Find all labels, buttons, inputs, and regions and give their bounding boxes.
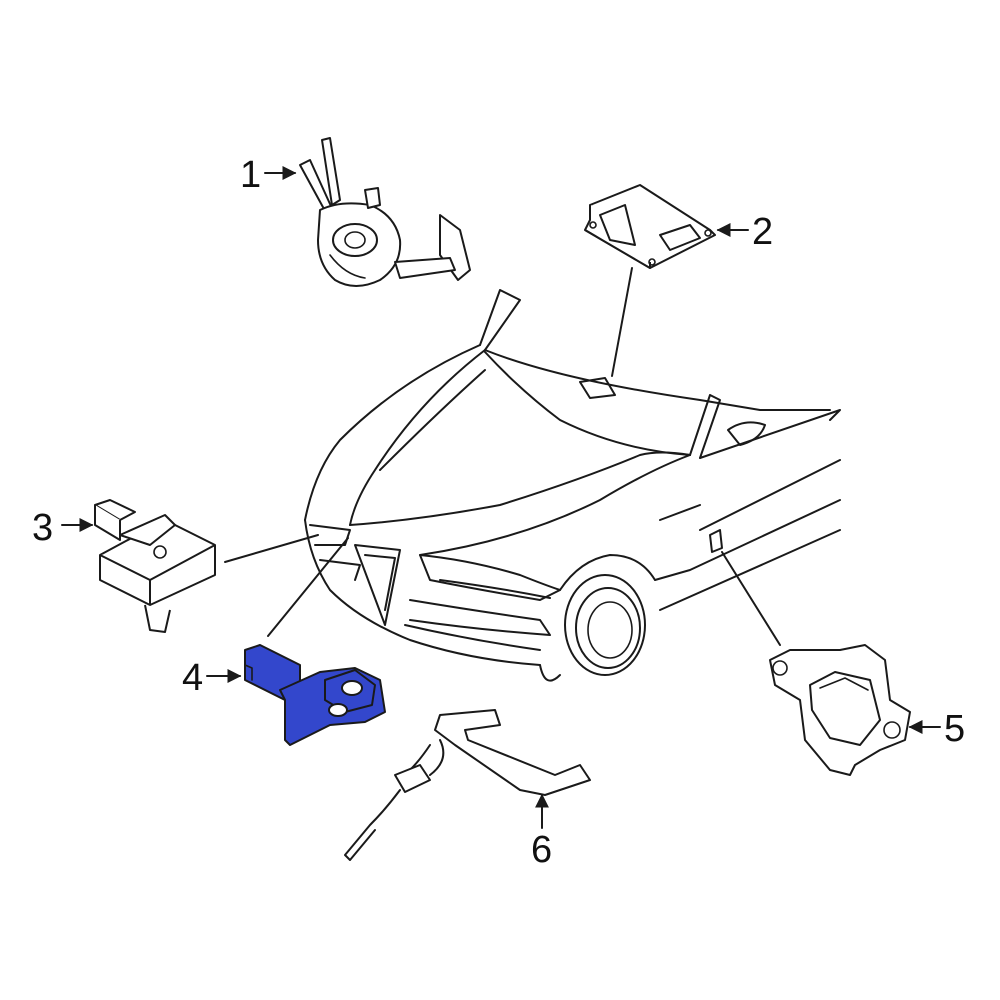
callout-5[interactable]: 5 [944, 708, 965, 750]
callout-6[interactable]: 6 [531, 829, 552, 871]
callout-2[interactable]: 2 [752, 211, 773, 253]
part-6-wire-harness [344, 709, 591, 861]
part-4-hole-bottom [328, 703, 348, 717]
part-4-hole-top [341, 680, 363, 696]
leader-lines [224, 267, 781, 646]
callout-1[interactable]: 1 [240, 154, 261, 196]
part-2-control-module [584, 184, 716, 269]
part-5-side-sensor [769, 644, 911, 776]
car-outline [304, 289, 841, 682]
callout-4[interactable]: 4 [182, 657, 203, 699]
callout-3[interactable]: 3 [32, 507, 53, 549]
callout-arrows [61, 166, 941, 829]
part-4-sensor-highlighted [244, 644, 386, 746]
part-1-clockspring [299, 137, 471, 287]
callout-labels: 1 2 3 4 5 6 [32, 154, 965, 871]
part-3-impact-sensor [94, 499, 216, 633]
